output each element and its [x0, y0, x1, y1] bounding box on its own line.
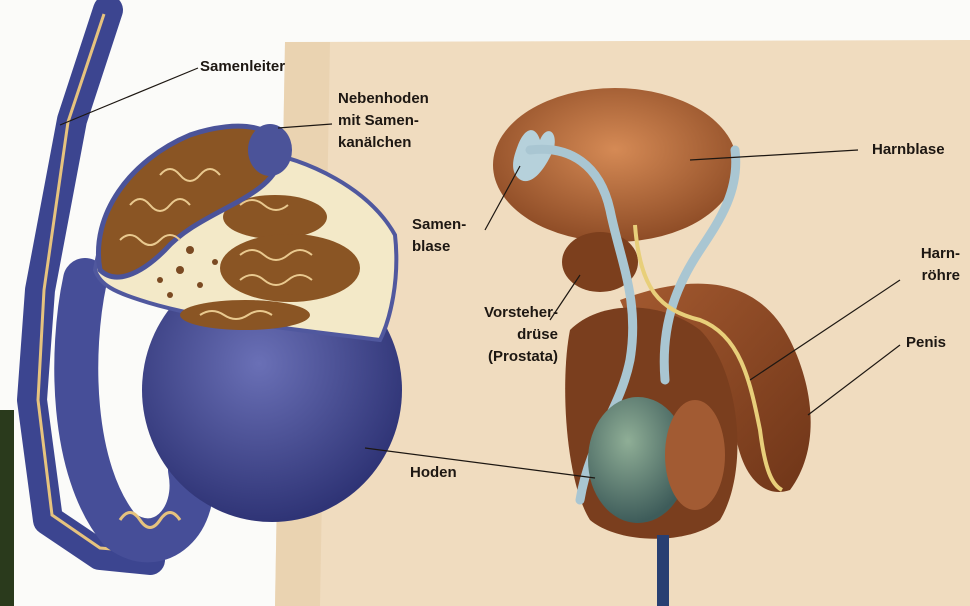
label-vorsteherdruese: Vorsteher- drüse (Prostata) — [438, 302, 558, 368]
photo-fragment — [0, 410, 14, 606]
label-nebenhoden-line-1: Nebenhoden — [338, 88, 429, 110]
label-hoden: Hoden — [410, 462, 457, 484]
lobule — [220, 234, 360, 302]
epididymis-cap — [248, 124, 292, 176]
label-harnblase: Harnblase — [872, 139, 945, 161]
label-samenleiter-text: Samenleiter — [200, 56, 285, 78]
label-harnblase-text: Harnblase — [872, 139, 945, 161]
label-samenleiter: Samenleiter — [200, 56, 285, 78]
label-penis: Penis — [906, 332, 946, 354]
label-vorsteherdruese-line-2: drüse — [438, 324, 558, 346]
label-nebenhoden: Nebenhoden mit Samen- kanälchen — [338, 88, 429, 154]
label-hoden-text: Hoden — [410, 462, 457, 484]
label-harnroehre: Harn- röhre — [900, 243, 960, 287]
lobule — [180, 300, 310, 330]
label-harnroehre-line-2: röhre — [900, 265, 960, 287]
label-vorsteherdruese-line-1: Vorsteher- — [438, 302, 558, 324]
epididymis-shape — [665, 400, 725, 510]
label-samenblase-line-1: Samen- — [412, 214, 466, 236]
label-samenblase-line-2: blase — [412, 236, 466, 258]
label-vorsteherdruese-line-3: (Prostata) — [438, 346, 558, 368]
lower-stem — [657, 535, 669, 606]
label-samenblase: Samen- blase — [412, 214, 466, 258]
label-harnroehre-line-1: Harn- — [900, 243, 960, 265]
label-penis-text: Penis — [906, 332, 946, 354]
label-nebenhoden-line-3: kanälchen — [338, 132, 429, 154]
label-nebenhoden-line-2: mit Samen- — [338, 110, 429, 132]
